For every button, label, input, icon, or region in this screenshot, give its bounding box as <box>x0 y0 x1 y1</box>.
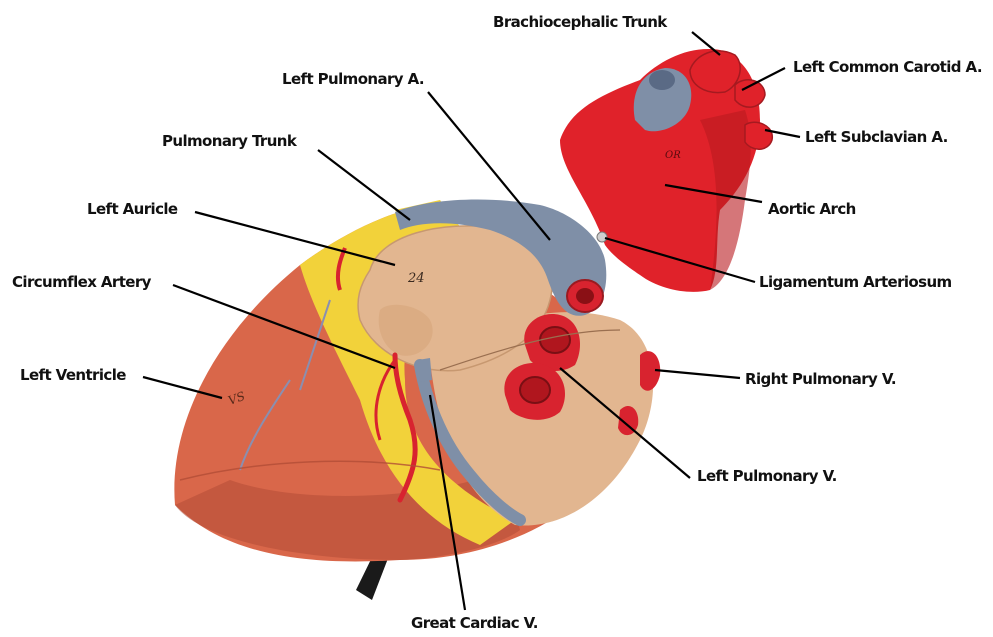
label-left-pulmonary-v: Left Pulmonary V. <box>697 467 837 485</box>
left-pulmonary-v-opening-2 <box>520 377 550 403</box>
label-ligamentum-arteriosum: Ligamentum Arteriosum <box>759 273 952 291</box>
label-left-auricle: Left Auricle <box>87 200 177 218</box>
left-subclavian-vessel <box>745 122 772 149</box>
label-left-ventricle: Left Ventricle <box>20 366 126 384</box>
left-pulmonary-v-opening-1 <box>540 327 570 353</box>
label-aortic-arch: Aortic Arch <box>768 200 856 218</box>
ligamentum-pin <box>597 232 607 242</box>
aorta-marking: OR <box>665 150 681 161</box>
label-great-cardiac-v: Great Cardiac V. <box>411 614 538 632</box>
label-brachiocephalic-trunk: Brachiocephalic Trunk <box>493 13 667 31</box>
label-right-pulmonary-v: Right Pulmonary V. <box>745 370 896 388</box>
label-left-subclavian: Left Subclavian A. <box>805 128 948 146</box>
label-left-pulmonary-a: Left Pulmonary A. <box>282 70 424 88</box>
label-circumflex-artery: Circumflex Artery <box>12 273 151 291</box>
auricle-marking: 24 <box>407 271 425 286</box>
leader-right-pulmonary-v <box>655 370 740 378</box>
label-left-common-carotid: Left Common Carotid A. <box>793 58 982 76</box>
svc-opening <box>649 70 675 90</box>
pulmonary-opening-inner <box>576 288 594 304</box>
left-common-carotid-vessel <box>735 80 765 107</box>
leader-pulmonary-trunk <box>318 150 410 220</box>
great-cardiac-vein-tip <box>418 358 432 382</box>
label-pulmonary-trunk: Pulmonary Trunk <box>162 132 296 150</box>
